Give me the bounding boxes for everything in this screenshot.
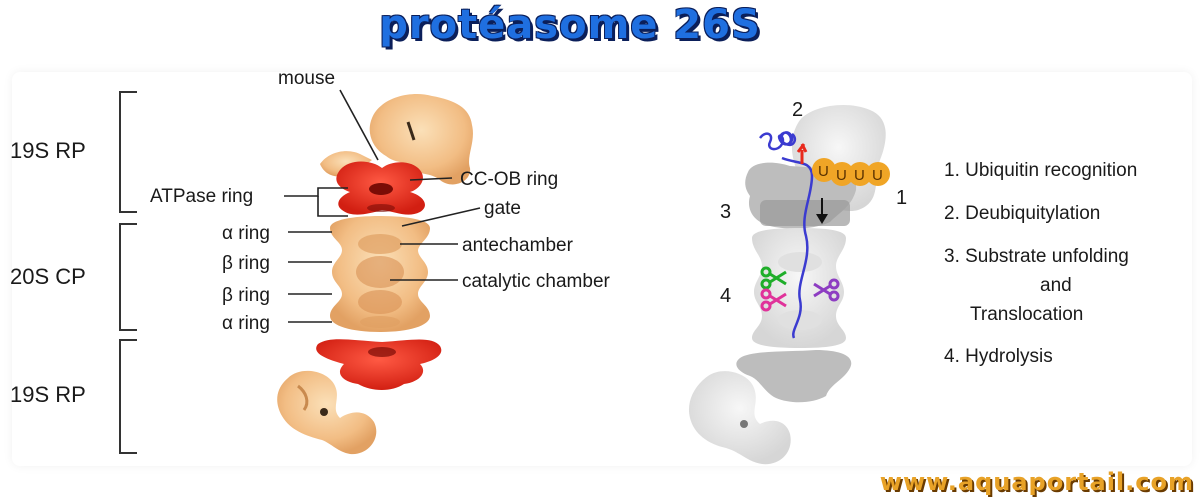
label-gate: gate: [484, 198, 521, 219]
label-alpha-ring-bottom: α ring: [222, 313, 270, 334]
step-number-1: 1: [896, 187, 907, 209]
substrate-chain: [759, 131, 814, 339]
bottom-atpase-ring: [316, 339, 442, 390]
translocation-arrow: [816, 198, 828, 224]
label-19s-rp-top: 19S RP: [10, 138, 86, 163]
step-deubiquitylation: 2. Deubiquitylation: [944, 203, 1101, 224]
magenta-scissors-icon: [760, 288, 787, 312]
bracket-20s: [119, 223, 137, 331]
label-antechamber: antechamber: [462, 235, 574, 256]
ubiquitin-u-4: U: [872, 167, 883, 184]
gray-bottom-lid: [688, 371, 791, 465]
step-translocation: Translocation: [970, 304, 1084, 325]
label-catalytic-chamber: catalytic chamber: [462, 271, 611, 292]
label-ccob-ring: CC-OB ring: [460, 169, 558, 190]
step-number-4: 4: [720, 285, 731, 307]
label-19s-rp-bottom: 19S RP: [10, 382, 86, 407]
step-hydrolysis: 4. Hydrolysis: [944, 346, 1053, 367]
green-scissors-icon: [760, 266, 787, 290]
ubiquitin-u-2: U: [836, 167, 847, 184]
ubiquitin-chain: U U U U: [812, 158, 890, 186]
bottom-lid-subunit: [277, 370, 377, 455]
label-atpase-ring: ATPase ring: [150, 186, 253, 207]
top-atpase-ring: [336, 161, 425, 215]
label-mouse: mouse: [278, 68, 335, 89]
diagram-panel: [12, 72, 1192, 466]
label-alpha-ring-top: α ring: [222, 223, 270, 244]
ubiquitin-u-3: U: [854, 167, 865, 184]
label-20s-cp: 20S CP: [10, 264, 86, 289]
core-particle-20s: [330, 216, 430, 332]
label-beta-ring-top: β ring: [222, 253, 270, 274]
site-watermark: www.aquaportail.com: [879, 468, 1194, 496]
bracket-19s-bottom: [119, 339, 137, 454]
gray-bottom-ring: [736, 350, 852, 403]
label-beta-ring-bottom: β ring: [222, 285, 270, 306]
bracket-19s-top: [119, 91, 137, 213]
page-title: protéasome 26S: [379, 2, 761, 48]
purple-scissors-icon: [813, 278, 840, 302]
step-and: and: [1040, 275, 1072, 296]
step-number-3: 3: [720, 201, 731, 223]
top-lid-subunit: [320, 94, 473, 185]
step-substrate-unfolding: 3. Substrate unfolding: [944, 246, 1129, 267]
pointer-lines: [284, 89, 481, 323]
step-number-2: 2: [792, 99, 803, 121]
step-ubiquitin-recognition: 1. Ubiquitin recognition: [944, 160, 1138, 181]
ubiquitin-u-1: U: [818, 163, 829, 180]
red-scissors-mark: [796, 143, 808, 164]
